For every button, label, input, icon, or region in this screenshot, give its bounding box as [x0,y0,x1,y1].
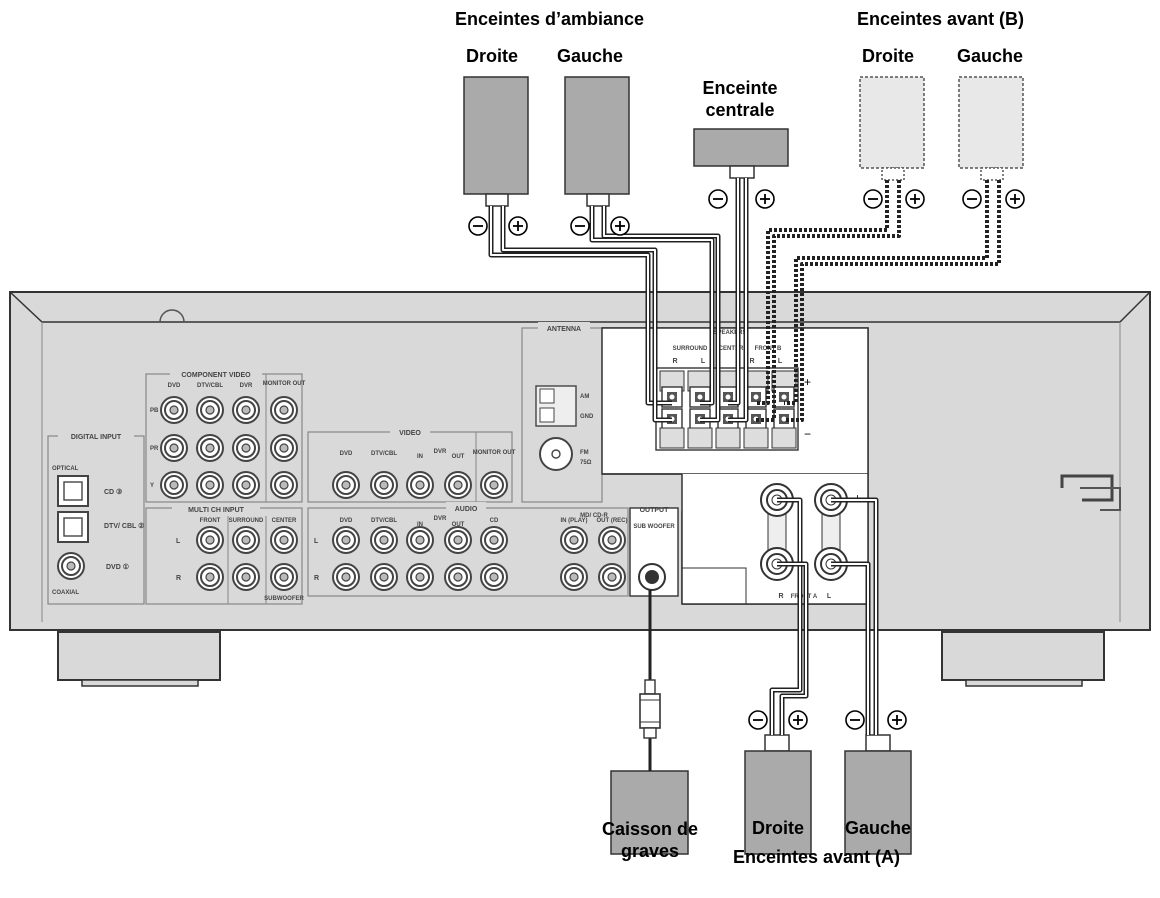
svg-text:CENTER: CENTER [719,346,744,352]
svg-text:R: R [672,358,677,365]
svg-text:PB: PB [150,408,159,414]
svg-text:−: − [804,427,811,441]
front-a-right-label: Droite [752,818,805,838]
svg-text:DTV/CBL: DTV/CBL [371,518,397,524]
front-a-group-label: Enceintes avant (A) [733,847,901,867]
svg-text:CENTER: CENTER [272,518,297,524]
svg-text:FRONT: FRONT [200,518,221,524]
svg-text:R: R [314,575,319,582]
svg-text:AUDIO: AUDIO [455,506,478,513]
optical-input-cd[interactable] [57,475,89,507]
front-a-left-speaker [844,734,912,855]
center-speaker-label: Enceinte centrale [702,78,778,120]
surround-right-label: Droite [466,46,519,66]
front-b-right-label: Droite [862,46,915,66]
svg-text:L: L [176,538,181,545]
left-foot [57,631,221,687]
svg-text:DVR: DVR [240,383,253,389]
digital-input-section: DIGITAL INPUT OPTICAL CD ③ DTV/ CBL ② CO… [47,430,145,605]
svg-text:DVD: DVD [168,383,181,389]
optical-input-dtv[interactable] [57,511,89,543]
svg-text:IN: IN [417,454,423,460]
fm-antenna-jack[interactable] [539,437,573,471]
surround-left-speaker [564,76,630,207]
svg-text:DTV/CBL: DTV/CBL [371,451,397,457]
speaker-cables [488,178,1001,771]
svg-text:DVD: DVD [340,518,353,524]
svg-text:PR: PR [150,446,159,452]
svg-text:SUBWOOFER: SUBWOOFER [264,596,304,602]
svg-text:SURROUND: SURROUND [673,346,708,352]
svg-text:DIGITAL INPUT: DIGITAL INPUT [71,434,122,441]
svg-text:OUT (REC): OUT (REC) [597,518,628,524]
surround-left-label: Gauche [557,46,624,66]
surround-group-label: Enceintes d’ambiance [455,9,645,29]
svg-text:ANTENNA: ANTENNA [547,326,581,333]
svg-text:DVD ①: DVD ① [106,563,129,571]
front-b-left-speaker [958,76,1024,181]
svg-text:IN: IN [417,522,423,528]
svg-text:COMPONENT VIDEO: COMPONENT VIDEO [181,372,251,379]
svg-text:MONITOR OUT: MONITOR OUT [473,450,516,456]
svg-text:DVR: DVR [434,449,447,455]
svg-text:CD ③: CD ③ [104,488,122,496]
svg-text:SUB WOOFER: SUB WOOFER [633,524,675,530]
svg-text:R: R [176,575,181,582]
svg-text:DVR: DVR [434,516,447,522]
svg-text:MONITOR OUT: MONITOR OUT [263,381,306,387]
svg-text:R: R [749,358,754,365]
svg-text:+: + [804,375,811,389]
svg-text:SPEAKERS: SPEAKERS [713,330,746,336]
svg-text:Y: Y [150,483,154,489]
svg-text:MULTI CH INPUT: MULTI CH INPUT [188,507,245,514]
rca-plug [639,679,661,739]
audio-section: AUDIO DVD DTV/CBL IN DVR OUT CD IN (PLAY… [307,502,629,597]
subwoofer-label: Caisson de graves [601,819,699,861]
svg-text:VIDEO: VIDEO [399,430,421,437]
center-speaker [693,128,789,179]
svg-text:L: L [314,538,319,545]
svg-text:L: L [827,593,832,600]
svg-text:COAXIAL: COAXIAL [52,590,79,596]
svg-text:IN (PLAY): IN (PLAY) [560,518,587,524]
power-cord [1060,474,1121,511]
svg-text:R: R [778,593,783,600]
front-a-right-speaker [744,734,812,855]
speaker-terminals[interactable] [659,370,797,449]
svg-text:SURROUND: SURROUND [229,518,264,524]
front-a-left-label: Gauche [845,818,912,838]
subwoofer-output-section: OUTPUT SUB WOOFER [629,507,679,597]
front-b-right-speaker [859,76,925,181]
svg-text:DTV/ CBL ②: DTV/ CBL ② [104,522,144,530]
front-b-left-label: Gauche [957,46,1024,66]
svg-text:DTV/CBL: DTV/CBL [197,383,223,389]
svg-text:FM: FM [580,450,589,456]
svg-text:OPTICAL: OPTICAL [52,466,79,472]
multi-ch-input-section: MULTI CH INPUT FRONT SURROUND CENTER L R… [145,503,304,605]
svg-text:L: L [778,358,783,365]
svg-text:CD: CD [490,518,499,524]
surround-right-speaker [463,76,529,207]
svg-text:MD/ CD-R: MD/ CD-R [580,513,608,519]
svg-text:DVD: DVD [340,451,353,457]
coaxial-input-dvd[interactable] [57,552,85,580]
front-b-group-label: Enceintes avant (B) [857,9,1025,29]
svg-text:75Ω: 75Ω [580,460,592,466]
svg-text:GND: GND [580,414,594,420]
svg-text:OUT: OUT [452,454,465,460]
svg-text:AM: AM [580,394,589,400]
svg-text:OUTPUT: OUTPUT [640,507,670,514]
svg-text:OUT: OUT [452,522,465,528]
component-video-section: COMPONENT VIDEO DVD DTV/CBL DVR MONITOR … [145,368,306,503]
right-foot [941,631,1105,687]
svg-text:L: L [701,358,706,365]
subwoofer-speaker [610,770,689,855]
video-section: VIDEO DVD DTV/CBL IN DVR OUT MONITOR OUT [307,426,516,503]
